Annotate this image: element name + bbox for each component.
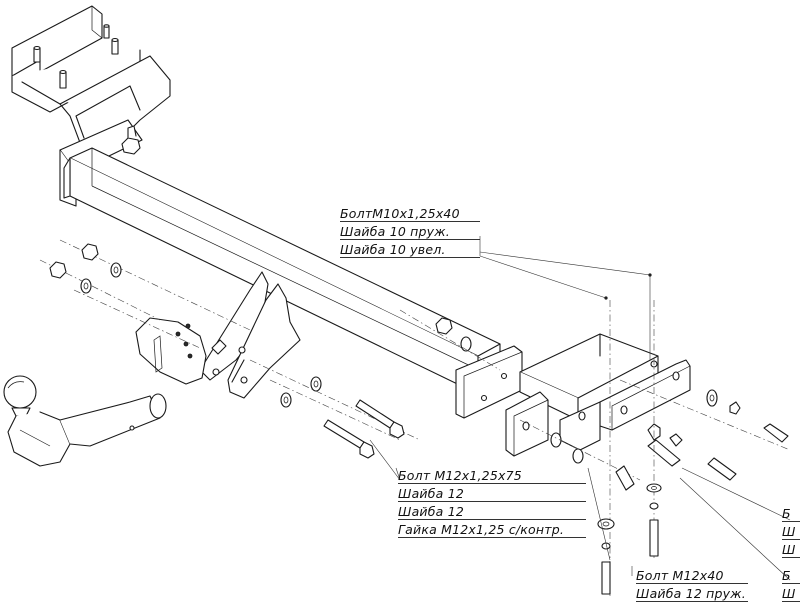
callout-middle-line-2: Шайба 12 [398,486,586,502]
ball-mount-plate [135,317,207,385]
left-fastener-stack [39,239,251,349]
callout-top-line-2: Шайба 10 пруж. [340,224,480,240]
leader-lines [369,236,791,581]
callout-right-line-3: Ш [782,542,800,558]
main-cross-beam [63,125,523,419]
callout-bottom-line-1: Болт М12х40 [636,568,748,584]
tow-ball-assembly [3,375,167,467]
callout-middle-line-3: Шайба 12 [398,504,586,520]
middle-fastener-stack [249,309,501,459]
center-brackets [199,271,301,399]
callout-top-line-3: Шайба 10 увел. [340,242,480,258]
callout-right-line-2: Ш [782,524,800,540]
callout-bottom-line-2: Шайба 12 пруж. [636,586,748,602]
callout-right-line-5: Ш [782,586,800,602]
callout-middle-line-1: Болт М12х1,25х75 [398,468,586,484]
right-side-bracket [505,333,691,457]
callout-right-line-4: Б [782,568,800,584]
callout-middle-line-4: Гайка М12х1,25 с/контр. [398,522,586,538]
callout-right-line-1: Б [782,506,800,522]
callout-top-line-1: БолтМ10х1,25х40 [340,206,480,222]
